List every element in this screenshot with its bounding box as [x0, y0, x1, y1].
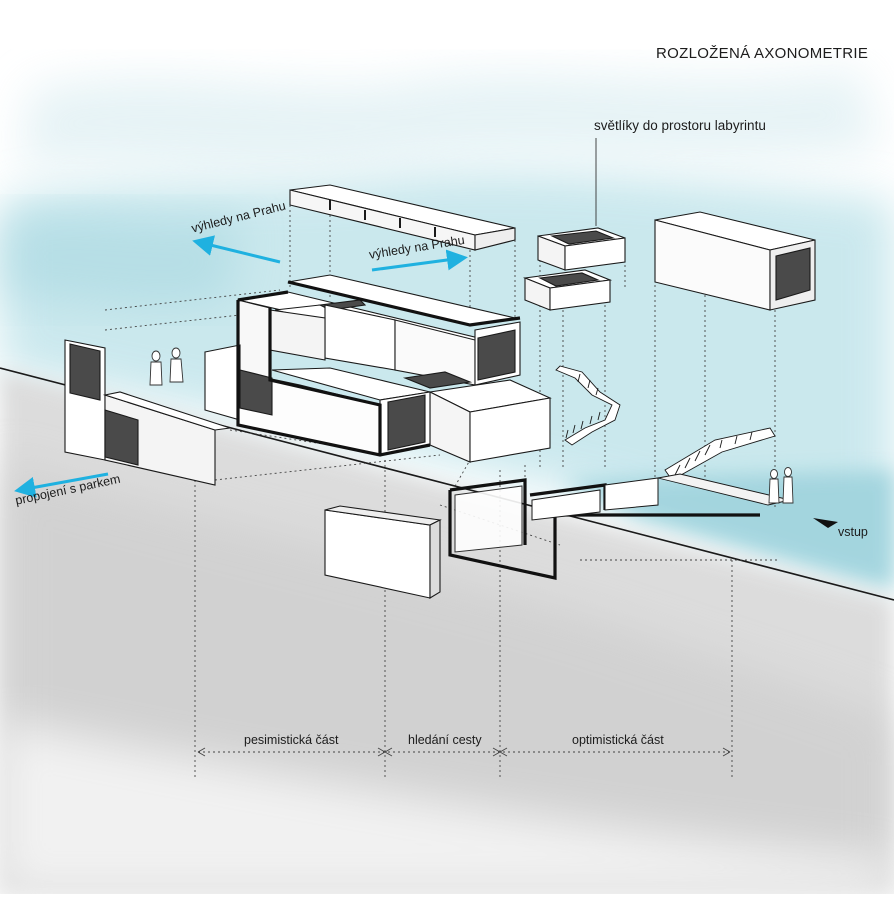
stair-spiral	[555, 365, 621, 446]
skylights-label: světlíky do prostoru labyrintu	[594, 118, 766, 133]
human-figures-left	[149, 347, 184, 386]
labyrinth-frame	[448, 478, 760, 580]
section-dimension	[197, 747, 731, 757]
main-volume	[204, 274, 552, 463]
arrow-views-left	[192, 235, 281, 264]
page-title: ROZLOŽENÁ AXONOMETRIE	[656, 45, 869, 62]
main-volume-outline	[236, 280, 521, 457]
entrance-marker-icon	[813, 518, 838, 528]
entrance-label: vstup	[838, 525, 868, 539]
skylight-boxes	[522, 227, 626, 311]
direction-arrows	[14, 235, 468, 498]
arrow-park	[14, 472, 109, 498]
labyrinth-panels	[454, 477, 659, 553]
left-wall-block	[64, 339, 231, 486]
section-pathfinding-label: hledání cesty	[408, 733, 482, 747]
human-figures-entrance	[768, 467, 794, 504]
arrow-views-right	[371, 249, 468, 272]
section-optimistic-label: optimistická část	[572, 733, 664, 747]
section-pessimistic-label: pesimistická část	[244, 733, 339, 747]
ground-wash	[0, 370, 894, 894]
roof-slab-upper	[289, 184, 516, 251]
freestanding-wall	[324, 505, 442, 599]
entrance-tower	[654, 211, 816, 311]
